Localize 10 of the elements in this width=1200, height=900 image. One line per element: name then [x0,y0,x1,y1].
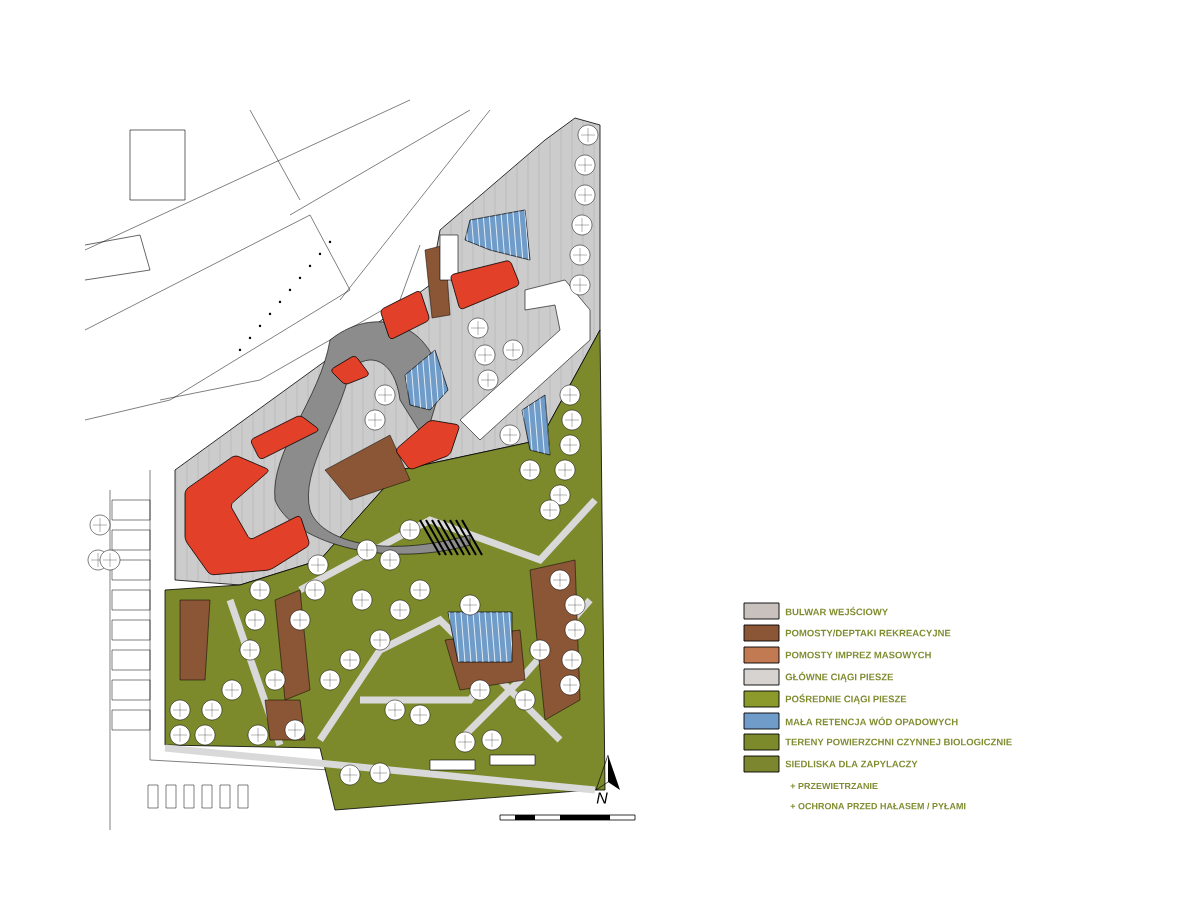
legend-text: TERENY POWIERZCHNI CZYNNEJ BIOLOGICZNIE [785,738,1012,746]
legend-text: POMOSTY IMPREZ MASOWYCH [785,651,931,659]
legend-text: MAŁA RETENCJA WÓD OPADOWYCH [785,716,958,726]
legend-text: SIEDLISKA DLA ZAPYLACZY [785,760,918,768]
legend-note: + PRZEWIETRZANIE [790,782,878,790]
legend-text: BULWAR WEJŚCIOWY [785,606,888,616]
legend-note: + OCHRONA PRZED HAŁASEM / PYŁAMI [790,802,966,810]
legend-text: POŚREDNIE CIĄGI PIESZE [785,693,907,705]
legend-text: POMOSTY/DEPTAKI REKREACYJNE [785,629,951,637]
legend-text: GŁÓWNE CIĄGI PIESZE [785,671,894,683]
